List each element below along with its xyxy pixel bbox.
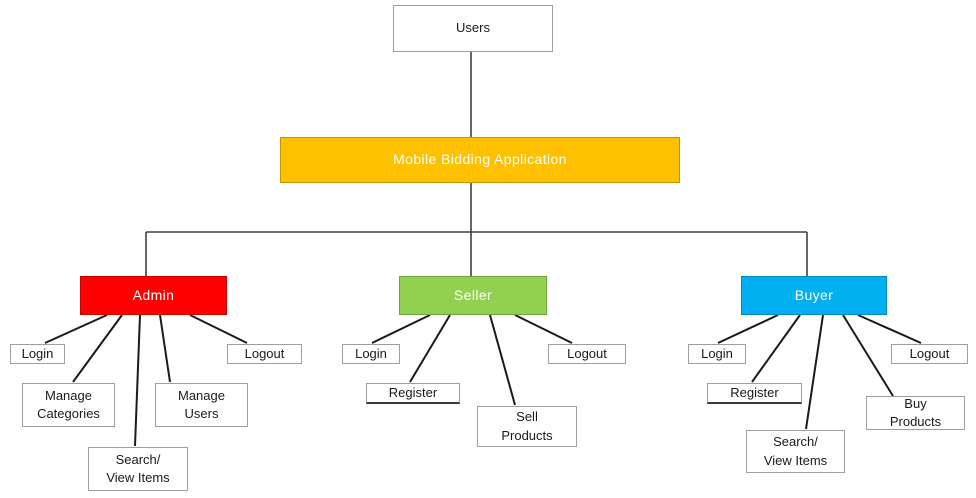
node-buyer: Buyer xyxy=(741,276,887,315)
node-seller-sell-products: Sell Products xyxy=(477,406,577,447)
seller-edges xyxy=(371,314,573,406)
buyer-edges xyxy=(717,314,922,430)
node-admin: Admin xyxy=(80,276,227,315)
node-admin-search-view-items: Search/ View Items xyxy=(88,447,188,491)
node-buyer-buy-products: Buy Products xyxy=(866,396,965,430)
node-users: Users xyxy=(393,5,553,52)
node-buyer-register: Register xyxy=(707,383,802,404)
node-seller: Seller xyxy=(399,276,547,315)
node-seller-logout: Logout xyxy=(548,344,626,364)
node-buyer-search-view-items: Search/ View Items xyxy=(746,430,845,473)
node-admin-login: Login xyxy=(10,344,65,364)
trunk-lines xyxy=(145,52,808,276)
node-admin-manage-categories: Manage Categories xyxy=(22,383,115,427)
node-buyer-logout: Logout xyxy=(891,344,968,364)
node-seller-register: Register xyxy=(366,383,460,404)
node-buyer-login: Login xyxy=(688,344,746,364)
node-mobile-bidding-application: Mobile Bidding Application xyxy=(280,137,680,183)
node-seller-login: Login xyxy=(342,344,400,364)
node-admin-logout: Logout xyxy=(227,344,302,364)
admin-edges xyxy=(44,314,248,447)
node-admin-manage-users: Manage Users xyxy=(155,383,248,427)
